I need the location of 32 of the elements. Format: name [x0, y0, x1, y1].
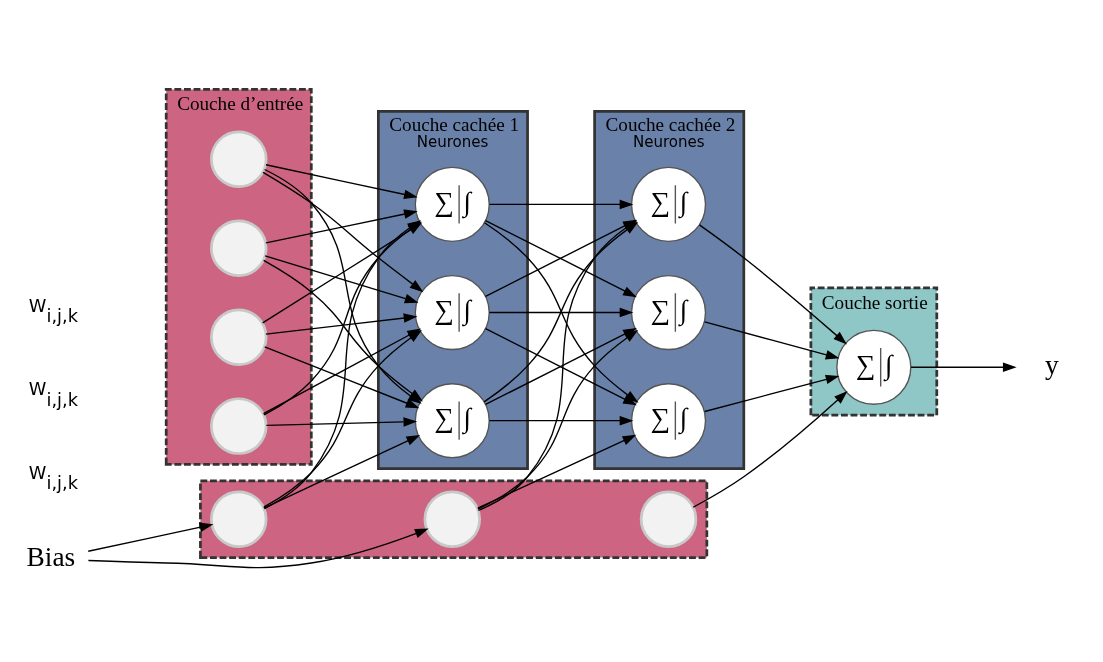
arrow [265, 164, 418, 200]
node-circle: ∑ ∫ [414, 274, 490, 351]
arrow [704, 321, 840, 360]
node-circle [210, 397, 268, 455]
node-circle [210, 219, 268, 277]
node-circle: ∑ ∫ [630, 166, 707, 243]
node-text: y [1044, 350, 1059, 381]
arrow [704, 374, 840, 413]
arrow [910, 362, 1017, 373]
arrow [265, 209, 418, 244]
node-circle: ∑ ∫ [630, 383, 707, 459]
node-circle: ∑ ∫ [414, 383, 490, 459]
arrow [87, 522, 214, 552]
arrow [87, 528, 429, 569]
cluster: Couche d’entrée [164, 88, 313, 466]
node-circle: ∑ ∫ [630, 274, 707, 351]
node-circle [210, 490, 268, 548]
node-circle [639, 490, 698, 548]
arrow [264, 255, 419, 304]
node-circle [210, 130, 268, 188]
arrow [488, 415, 634, 426]
node-circle: ∑ ∫ [414, 166, 490, 243]
arrow [477, 434, 637, 509]
node-text: Bias [26, 541, 76, 572]
arrow [265, 313, 418, 335]
arrow [698, 224, 847, 345]
node-circle [210, 308, 268, 366]
node-circle [423, 490, 481, 548]
arrow [488, 199, 634, 210]
arrow [265, 417, 418, 427]
arrow [488, 307, 634, 318]
arrow [263, 435, 421, 509]
